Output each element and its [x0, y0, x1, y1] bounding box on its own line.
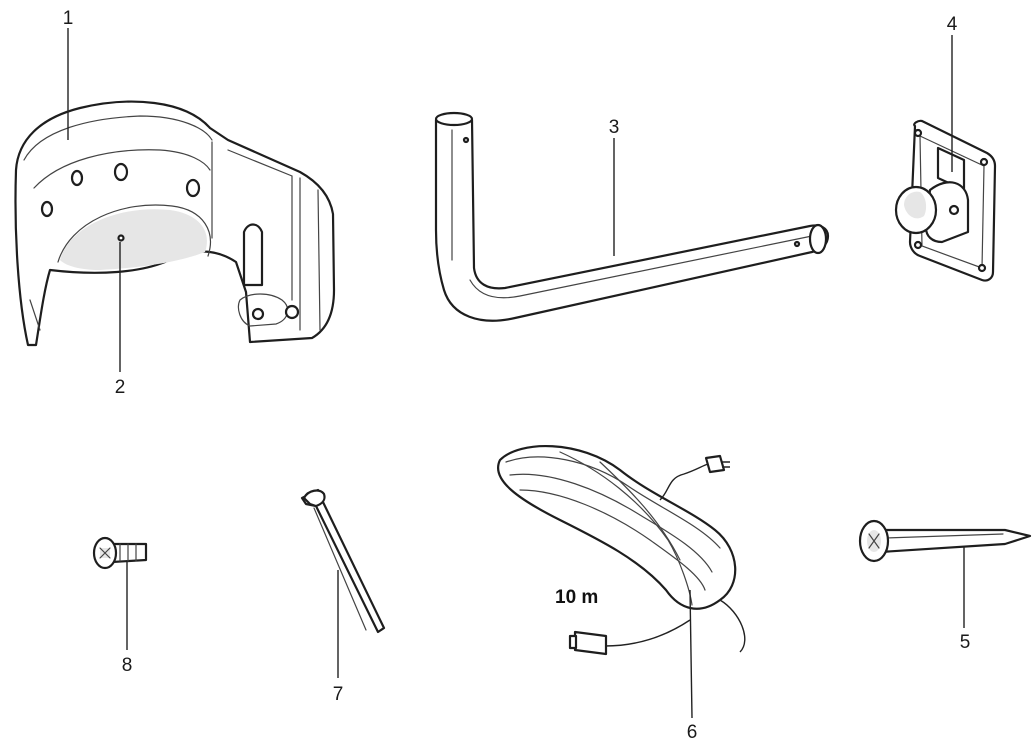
cable-length-label: 10 m	[555, 587, 598, 608]
label-part-8: 8	[122, 655, 133, 676]
label-part-7: 7	[333, 684, 344, 705]
part-labels: 1 2 3 4 5 6 7 8 10 m	[63, 8, 971, 743]
label-part-1: 1	[63, 8, 74, 29]
leader-lines	[67, 28, 965, 719]
part-cable	[497, 445, 746, 656]
part-tube	[434, 111, 830, 322]
label-part-4: 4	[947, 14, 958, 35]
part-mount-plate	[894, 119, 997, 282]
label-part-6: 6	[687, 722, 698, 743]
part-peg	[858, 519, 1032, 563]
part-housing	[14, 100, 336, 347]
part-screw	[92, 536, 148, 570]
label-part-3: 3	[609, 117, 620, 138]
part-staple	[300, 488, 386, 634]
label-part-5: 5	[960, 632, 971, 653]
label-part-2: 2	[115, 377, 126, 398]
